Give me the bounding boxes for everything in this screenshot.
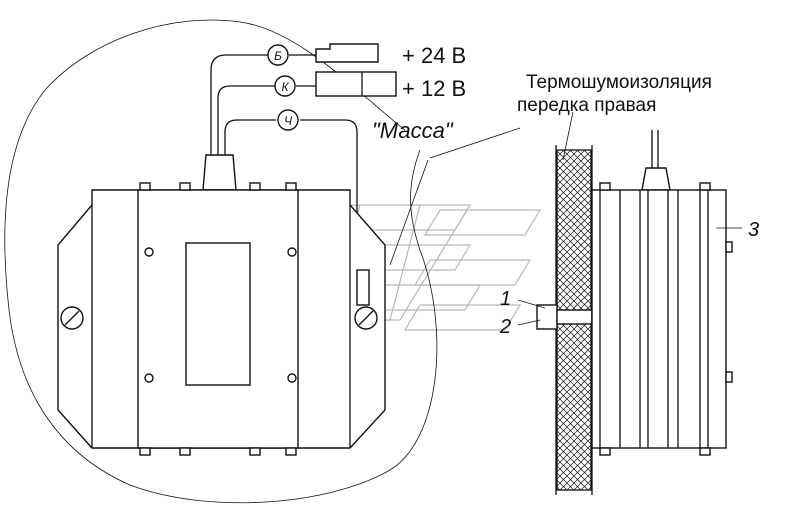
wire-tag-b: Б <box>267 44 289 66</box>
callout-1-leader <box>517 299 546 309</box>
insulation-label-line1: Термошумоизоляция <box>526 72 712 93</box>
ground-label: "Масса" <box>372 118 454 143</box>
ground-leader <box>389 159 429 266</box>
heater-front-view <box>57 154 386 456</box>
wire-harness <box>210 54 358 270</box>
voltage-24-label: + 24 В <box>402 43 466 68</box>
wire-tag-ch-label: Ч <box>284 114 293 128</box>
insulation-label-line2: передка правая <box>517 95 656 116</box>
heater-side-view <box>591 130 733 456</box>
connector-12v <box>315 71 397 97</box>
wire-tag-b-label: Б <box>274 49 282 63</box>
voltage-12-label: + 12 В <box>402 76 466 101</box>
insulation-leader <box>562 111 574 161</box>
outline-loop <box>4 19 438 504</box>
mounting-screw-left <box>60 306 84 330</box>
wire-tag-k-label: К <box>281 80 289 94</box>
callout-2: 2 <box>499 316 511 338</box>
connector-24v <box>315 43 379 63</box>
callout-2-leader <box>517 319 541 326</box>
callout-3: 3 <box>748 219 759 241</box>
callout-1: 1 <box>500 288 511 310</box>
wire-tag-ch: Ч <box>277 109 299 131</box>
mounting-screw-right <box>354 306 378 330</box>
insulation-leader-2 <box>429 127 521 159</box>
wire-tag-k: К <box>274 75 296 97</box>
